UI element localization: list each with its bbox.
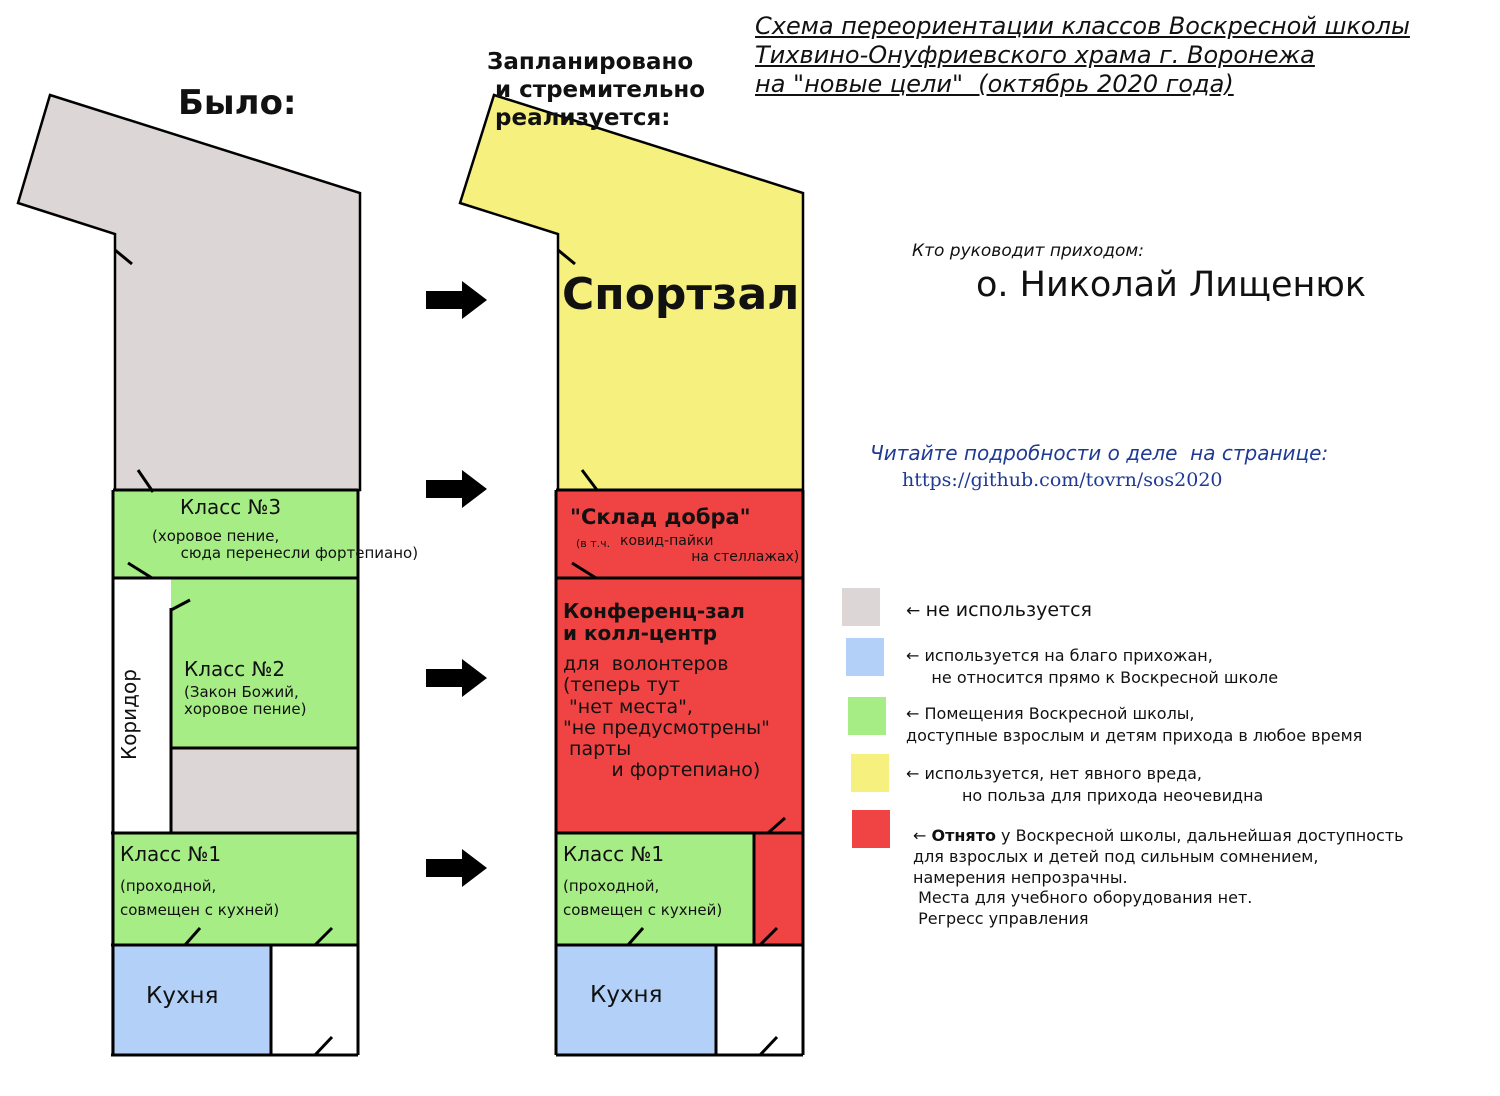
before-kitchen-label: Кухня xyxy=(146,983,219,1009)
after-conference-title: Конференц-зал и колл-центр xyxy=(563,599,745,646)
legend-swatch-neutral xyxy=(851,754,889,792)
arrows xyxy=(426,281,487,887)
after-class1-title: Класс №1 xyxy=(563,842,665,866)
before-class3-desc: (хоровое пение, сюда перенесли фортепиан… xyxy=(152,527,419,562)
legend-item-unused: ← не используется xyxy=(906,597,1092,624)
after-warehouse-room xyxy=(556,490,803,578)
before-class3-title: Класс №3 xyxy=(180,495,282,519)
legend-item-school: ← Помещения Воскресной школы, доступные … xyxy=(906,703,1362,748)
legend-item-taken: ← Отнято у Воскресной школы, дальнейшая … xyxy=(913,826,1404,930)
left-arrow-icon: ← xyxy=(906,704,920,723)
title-line-3: на "новые цели" (октябрь 2020 года) xyxy=(755,69,1234,98)
title-line-1: Схема переориентации классов Воскресной … xyxy=(755,12,1410,40)
legend-text-taken: у Воскресной школы, дальнейшая доступнос… xyxy=(913,826,1404,929)
after-conference-room xyxy=(556,578,803,833)
before-label: Было: xyxy=(178,83,297,123)
before-class2-room xyxy=(171,578,358,748)
after-kitchen-room xyxy=(556,945,716,1055)
before-corridor-label: Коридор xyxy=(117,669,141,760)
after-label: Запланировано и стремительно реализуется… xyxy=(487,49,706,132)
before-class1-room xyxy=(111,833,358,945)
plan-after xyxy=(458,93,805,1057)
details-text: Читайте подробности о деле на странице: xyxy=(870,441,1329,465)
after-conference-desc: для волонтеров (теперь тут "нет места", … xyxy=(563,653,770,782)
leadership-question: Кто руководит приходом: xyxy=(912,241,1144,261)
plan-before xyxy=(16,93,362,1057)
legend-swatch-taken xyxy=(852,810,890,848)
before-unused-room xyxy=(171,748,358,833)
legend-item-neutral: ← используется, нет явного вреда, но пол… xyxy=(906,763,1263,808)
right-arrow-icon xyxy=(426,659,487,697)
after-warehouse-title: "Склад добра" xyxy=(570,505,751,529)
legend-swatch-parish xyxy=(846,638,884,676)
after-gym-label: Спортзал xyxy=(562,269,800,320)
legend-swatch-unused xyxy=(842,588,880,626)
right-arrow-icon xyxy=(426,849,487,887)
before-unused-wing xyxy=(16,93,362,492)
after-class1-desc: (проходной, совмещен с кухней) xyxy=(563,877,723,919)
after-taken-strip xyxy=(754,833,803,945)
diagram-title: Схема переориентации классов Воскресной … xyxy=(755,12,1410,98)
legend-swatch-school xyxy=(848,697,886,735)
before-class1-desc: (проходной, совмещен с кухней) xyxy=(120,877,280,919)
right-arrow-icon xyxy=(426,281,487,319)
after-conference-desc-text: для волонтеров (теперь тут "нет места", … xyxy=(563,653,770,782)
legend-text-neutral: используется, нет явного вреда, но польз… xyxy=(924,764,1264,806)
left-arrow-icon: ← xyxy=(906,764,920,783)
legend-text-school: Помещения Воскресной школы, доступные вз… xyxy=(906,704,1363,746)
details-url-link[interactable]: https://github.com/tovrn/sos2020 xyxy=(902,469,1223,491)
title-line-2: Тихвино-Онуфриевского храма г. Воронежа xyxy=(755,40,1315,69)
after-warehouse-small: (в т.ч. xyxy=(576,537,611,550)
after-warehouse-desc: ковид-пайки на стеллажах) xyxy=(620,533,800,565)
legend-text-parish: используется на благо прихожан, не относ… xyxy=(924,646,1279,688)
after-class1-room xyxy=(556,833,754,945)
legend-taken-bold: Отнято xyxy=(931,826,996,845)
before-corridor xyxy=(113,578,171,833)
before-class3-room xyxy=(113,490,358,578)
before-kitchen-room xyxy=(111,945,271,1055)
after-kitchen-label: Кухня xyxy=(590,982,663,1008)
left-arrow-icon: ← xyxy=(906,601,921,621)
before-class2-desc: (Закон Божий, хоровое пение) xyxy=(184,683,307,718)
before-class2-title: Класс №2 xyxy=(184,657,286,681)
legend-item-parish: ← используется на благо прихожан, не отн… xyxy=(906,645,1278,690)
before-class1-title: Класс №1 xyxy=(120,842,222,866)
left-arrow-icon: ← xyxy=(913,826,927,845)
legend-text-unused: не используется xyxy=(925,599,1092,621)
left-arrow-icon: ← xyxy=(906,646,920,665)
leadership-name: о. Николай Лищенюк xyxy=(976,265,1367,305)
right-arrow-icon xyxy=(426,470,487,508)
